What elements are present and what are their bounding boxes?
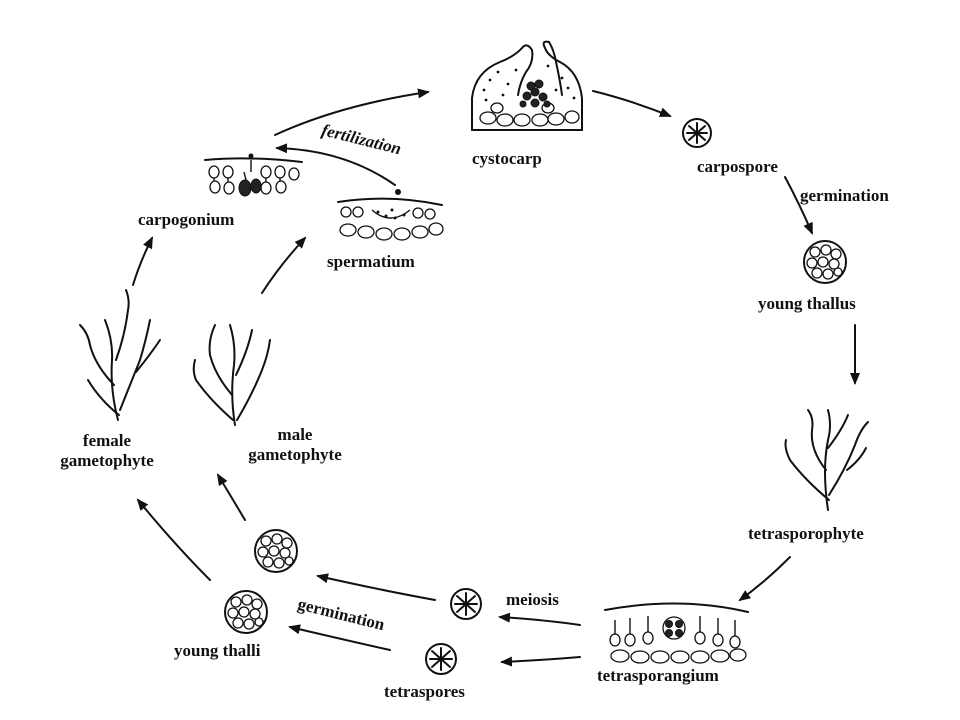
tetrasporophyte-illustration (784, 409, 869, 511)
label-tetrasporophyte: tetrasporophyte (748, 524, 864, 543)
cycle-arrows (132, 88, 860, 667)
label-young-thalli: young thalli (174, 641, 261, 660)
arrow-tetraspore-to-young-thalli (288, 624, 391, 651)
arrow-to-cystocarp (274, 88, 430, 136)
label-spermatium: spermatium (327, 252, 415, 271)
label-germination-top: germination (800, 186, 889, 205)
arrow-tetrasporangium-to-meiosis-spore (498, 612, 581, 626)
label-male-gametophyte: male gametophyte (248, 425, 342, 464)
arrow-female-gametophyte-to-carpogonium (132, 236, 153, 286)
female-gametophyte-illustration (79, 289, 161, 421)
arrow-carpospore-to-young-thallus (784, 176, 813, 235)
arrow-male-gametophyte-to-spermatium (261, 236, 307, 294)
label-female-gametophyte: female gametophyte (60, 431, 154, 470)
arrow-young-thalli-to-female-gametophyte (136, 498, 211, 581)
label-young-thallus: young thallus (758, 294, 856, 313)
arrow-tetrasporophyte-to-tetrasporangium (738, 556, 791, 602)
young-thalli-illustration (224, 590, 268, 634)
label-meiosis: meiosis (506, 590, 559, 609)
arrow-tetrasporangium-to-tetraspore (500, 656, 581, 667)
young-thallus-illustration (803, 240, 847, 284)
label-carpospore: carpospore (697, 157, 778, 176)
label-tetraspores: tetraspores (384, 682, 465, 701)
carpogonium-illustration (204, 153, 303, 197)
tetraspore-illustration (425, 643, 457, 675)
label-tetrasporangium: tetrasporangium (597, 666, 719, 685)
spermatium-illustration (337, 189, 444, 241)
label-carpogonium: carpogonium (138, 210, 235, 229)
arrow-cystocarp-to-carpospore (592, 90, 672, 117)
meiosis-spore-illustration (450, 588, 482, 620)
label-cystocarp: cystocarp (472, 149, 542, 168)
arrow-young-thallus-to-male-gametophyte (216, 473, 246, 521)
young-thallus-bottom-illustration (254, 529, 298, 573)
carpospore-illustration (682, 118, 712, 148)
arrow-meiosis-spore-to-young-thallus (316, 573, 436, 601)
cystocarp-illustration (471, 40, 583, 131)
male-gametophyte-illustration (192, 324, 271, 426)
tetrasporangium-illustration (604, 602, 749, 664)
arrow-spermatium-to-carpogonium (275, 143, 396, 186)
